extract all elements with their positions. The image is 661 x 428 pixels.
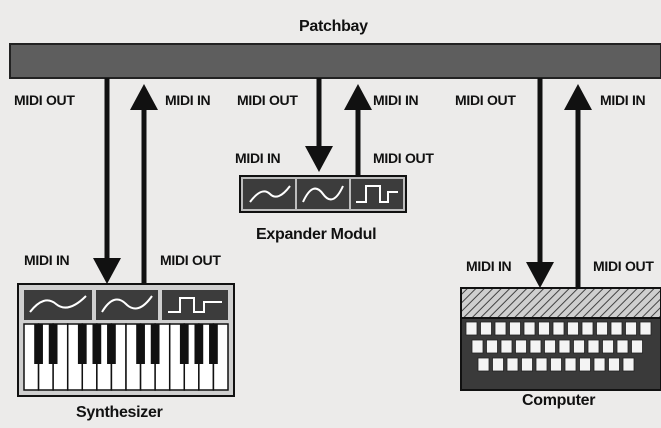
computer-key [623,358,634,371]
computer-key [478,358,489,371]
black-key [78,324,87,364]
label-computer-out-top: MIDI OUT [455,92,516,108]
black-key [107,324,116,364]
computer-key [597,322,608,335]
piano-keys [24,324,228,390]
patchbay-bar [10,44,661,78]
computer-key [536,358,547,371]
label-expander-out: MIDI OUT [373,150,434,166]
computer-key [617,340,628,353]
computer-key [626,322,637,335]
label-synth-in-top: MIDI IN [165,92,210,108]
black-key [49,324,58,364]
computer-key [524,322,535,335]
black-key [92,324,101,364]
computer-key [632,340,643,353]
computer-key [568,322,579,335]
black-key [194,324,203,364]
arrowhead-up-computer [564,84,592,110]
computer-key [582,322,593,335]
label-synth-out-top: MIDI OUT [14,92,75,108]
computer-key [539,322,550,335]
computer-key [472,340,483,353]
black-key [34,324,43,364]
label-expander-out-top: MIDI OUT [237,92,298,108]
computer-key [493,358,504,371]
computer-key [510,322,521,335]
computer-key [574,340,585,353]
expander-module [240,176,406,212]
arrowhead-down-computer [526,262,554,288]
computer-key [545,340,556,353]
computer-key [640,322,651,335]
label-computer-in: MIDI IN [466,258,511,274]
synthesizer-label: Synthesizer [76,404,163,422]
computer-key [495,322,506,335]
arrowhead-down-expander [305,146,333,172]
computer-key [553,322,564,335]
label-synth-out: MIDI OUT [160,252,221,268]
computer-key [501,340,512,353]
computer-device [461,288,661,390]
arrowhead-up-expander [344,84,372,110]
computer-key [611,322,622,335]
label-computer-in-top: MIDI IN [600,92,645,108]
label-expander-in: MIDI IN [235,150,280,166]
patchbay-title: Patchbay [299,18,368,36]
black-key [180,324,189,364]
computer-key [481,322,492,335]
computer-key [522,358,533,371]
computer-key [551,358,562,371]
black-key [209,324,218,364]
computer-key [516,340,527,353]
black-key [136,324,145,364]
computer-key [609,358,620,371]
label-computer-out: MIDI OUT [593,258,654,274]
computer-key [530,340,541,353]
computer-key [507,358,518,371]
computer-key [594,358,605,371]
black-key [151,324,160,364]
label-synth-in: MIDI IN [24,252,69,268]
computer-label: Computer [522,392,595,410]
arrowhead-down-synth [93,258,121,284]
computer-key [603,340,614,353]
computer-key [487,340,498,353]
label-expander-in-top: MIDI IN [373,92,418,108]
computer-key [565,358,576,371]
computer-key [580,358,591,371]
computer-key [559,340,570,353]
synthesizer-device [18,284,234,396]
expander-module-label: Expander Modul [256,226,376,244]
arrowhead-up-synth [130,84,158,110]
computer-key [466,322,477,335]
computer-key [588,340,599,353]
